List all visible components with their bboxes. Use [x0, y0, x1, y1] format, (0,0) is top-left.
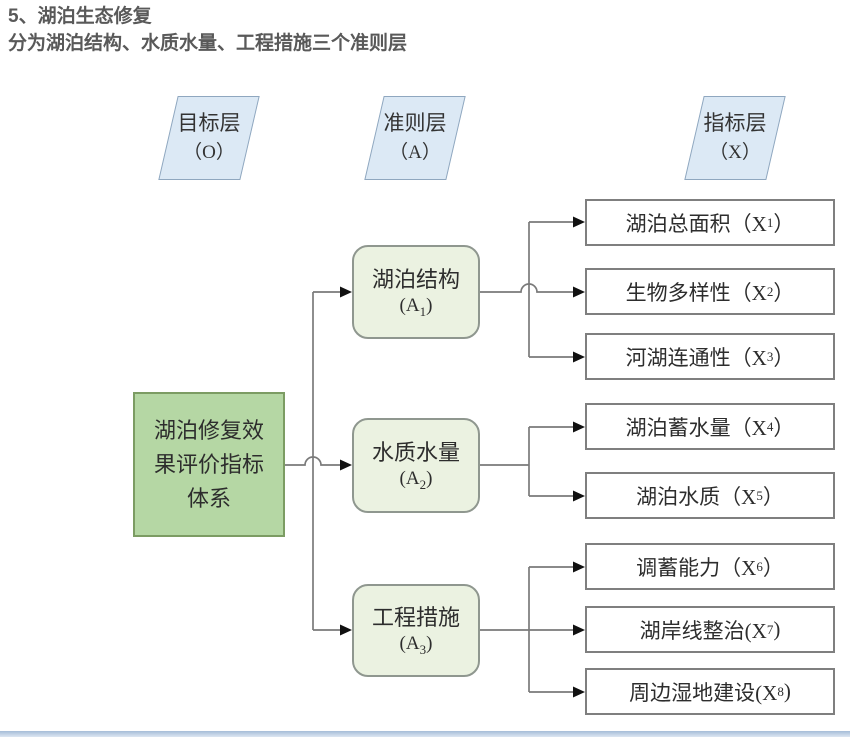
indicator-close: ）: [762, 484, 784, 509]
layer-header-criteria: 准则层 （A）: [364, 96, 466, 180]
layer-header-goal: 目标层 （O）: [158, 96, 260, 180]
layer-code: （X）: [709, 142, 761, 163]
criterion-code: (A3): [399, 633, 433, 657]
indicator-text: 湖岸线整治(X: [639, 618, 767, 643]
layer-label: 准则层: [383, 111, 447, 135]
goal-to-a2-with-hop: [285, 456, 340, 466]
indicator-text: 湖泊蓄水量（X: [625, 415, 767, 440]
arrowhead-x4-icon: [573, 421, 585, 433]
code-open: (A: [399, 294, 420, 316]
indicator-text: 调蓄能力（X: [636, 555, 757, 580]
code-close: ): [426, 468, 433, 489]
indicator-close: ）: [762, 555, 784, 580]
code-open: (A: [399, 468, 420, 489]
arrowhead-a2-icon: [340, 459, 352, 471]
criterion-box-a3: 工程措施 (A3): [352, 584, 480, 677]
indicator-text: 湖泊水质（X: [636, 484, 757, 509]
arrowhead-x8-icon: [573, 686, 585, 698]
indicator-close: ）: [773, 345, 795, 370]
criterion-name: 水质水量: [371, 440, 460, 465]
layer-header-text: 目标层 （O）: [168, 96, 250, 180]
indicator-close: ）: [773, 211, 795, 236]
layer-code: （O）: [183, 142, 235, 163]
criterion-code: (A1): [399, 294, 433, 319]
code-close: ): [426, 633, 433, 654]
indicator-close: ）: [773, 280, 795, 305]
arrowhead-x5-icon: [573, 490, 585, 502]
layer-label: 目标层: [177, 111, 241, 135]
indicator-text: 湖泊总面积（X: [625, 211, 767, 236]
goal-box: 湖泊修复效果评价指标体系: [133, 392, 285, 537]
arrowhead-a1-icon: [340, 286, 352, 298]
arrowhead-a3-icon: [340, 624, 352, 636]
arrowhead-x7-icon: [573, 624, 585, 636]
criterion-box-a2: 水质水量 (A2): [352, 418, 480, 513]
indicator-close: ): [773, 617, 781, 641]
goal-label: 湖泊修复效果评价指标体系: [153, 417, 264, 511]
indicator-close: ): [783, 679, 791, 703]
code-subscript: 2: [419, 476, 427, 492]
page-title: 5、湖泊生态修复 分为湖泊结构、水质水量、工程措施三个准则层: [8, 3, 407, 57]
layer-label: 指标层: [703, 111, 767, 135]
bottom-accent-bar: [0, 731, 850, 737]
code-open: (A: [399, 633, 420, 654]
code-subscript: 1: [419, 303, 427, 319]
arrowhead-x1-icon: [573, 216, 585, 228]
arrowhead-x6-icon: [573, 561, 585, 573]
indicator-text: 河湖连通性（X: [625, 345, 767, 370]
criterion-name: 湖泊结构: [371, 266, 460, 292]
title-line-2: 分为湖泊结构、水质水量、工程措施三个准则层: [8, 33, 408, 54]
criterion-name: 工程措施: [371, 605, 460, 630]
title-line-1: 5、湖泊生态修复: [8, 6, 152, 27]
layer-header-text: 准则层 （A）: [374, 96, 456, 180]
indicator-text: 周边湿地建设(X: [629, 680, 778, 705]
arrowhead-x2-icon: [573, 286, 585, 298]
layer-header-text: 指标层 （X）: [694, 96, 776, 180]
indicator-close: ）: [773, 415, 795, 440]
a1-to-x2-with-hop: [480, 283, 573, 293]
layer-header-indicators: 指标层 （X）: [684, 96, 786, 180]
layer-code: （A）: [389, 142, 441, 163]
indicator-text: 生物多样性（X: [625, 280, 767, 305]
criterion-code: (A2): [399, 468, 433, 492]
code-subscript: 3: [419, 641, 427, 657]
arrowhead-x3-icon: [573, 351, 585, 363]
code-close: ): [426, 294, 433, 316]
criterion-box-a1: 湖泊结构 (A1): [352, 245, 480, 339]
